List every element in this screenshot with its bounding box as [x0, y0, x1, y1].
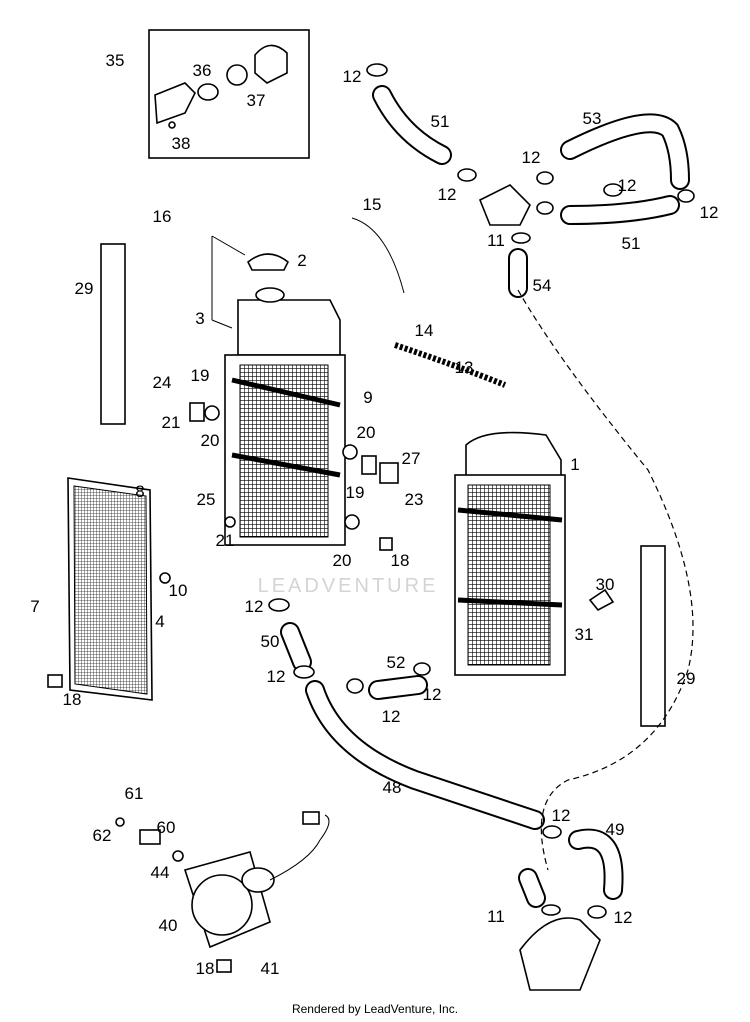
callout: 40 — [159, 916, 178, 935]
radiator-cap — [246, 253, 290, 271]
hose-clamps — [47, 63, 695, 973]
callout: 12 — [267, 667, 286, 686]
callout: 25 — [197, 490, 216, 509]
callout: 29 — [75, 279, 94, 298]
callout: 11 — [487, 907, 505, 926]
callout: 1 — [570, 455, 579, 474]
thermostat — [226, 64, 248, 86]
callout: 21 — [216, 531, 235, 550]
callout: 8 — [135, 482, 144, 501]
callout: 18 — [391, 551, 410, 570]
callout: 31 — [575, 625, 594, 644]
callout: 18 — [63, 690, 82, 709]
callout: 19 — [191, 366, 210, 385]
callout: 16 — [153, 207, 172, 226]
callout: 12 — [382, 707, 401, 726]
callout: 61 — [125, 784, 144, 803]
o-ring — [197, 83, 219, 101]
callout: 10 — [169, 581, 188, 600]
cooling-fan — [115, 811, 330, 949]
callout: 7 — [30, 597, 39, 616]
callout: 48 — [383, 778, 402, 797]
radiator-right — [454, 431, 566, 676]
callout: 60 — [157, 818, 176, 837]
callout: 12 — [614, 908, 633, 927]
hose-junction — [478, 184, 531, 226]
foam-strip-right — [640, 545, 666, 727]
callout: 35 — [106, 51, 125, 70]
callout: 41 — [261, 959, 280, 978]
callout: 12 — [618, 176, 637, 195]
callout: 2 — [297, 251, 306, 270]
screw — [168, 121, 176, 129]
callout: 19 — [346, 483, 365, 502]
callout: 12 — [245, 597, 264, 616]
leader-lines — [211, 235, 246, 329]
callout: 15 — [363, 195, 382, 214]
hoses — [280, 85, 690, 908]
callout: 51 — [622, 234, 641, 253]
footer-credit: Rendered by LeadVenture, Inc. — [291, 1002, 459, 1016]
callout: 53 — [583, 109, 602, 128]
callout: 20 — [333, 551, 352, 570]
callout-labels: 35 36 37 38 12 51 53 12 12 12 12 16 15 2… — [30, 51, 718, 978]
callout: 12 — [438, 185, 457, 204]
callout: 24 — [153, 373, 172, 392]
callout: 18 — [196, 959, 215, 978]
callout: 3 — [195, 309, 204, 328]
radiator-left — [224, 287, 346, 546]
radiator-grille — [67, 477, 153, 701]
callout: 9 — [363, 388, 372, 407]
water-pump-cover — [519, 917, 601, 991]
callout: 12 — [700, 203, 719, 222]
thermostat-housing — [154, 82, 196, 125]
callout: 20 — [201, 431, 220, 450]
callout: 23 — [405, 490, 424, 509]
overflow-line — [517, 289, 694, 871]
foam-strip-left — [100, 243, 126, 425]
callout: 36 — [193, 61, 212, 80]
thermostat-cover — [254, 44, 288, 84]
callout: 44 — [151, 863, 170, 882]
callout: 13 — [455, 358, 474, 377]
callout: 29 — [677, 669, 696, 688]
callout: 30 — [596, 575, 615, 594]
callout: 12 — [343, 67, 362, 86]
callout: 27 — [402, 449, 421, 468]
callout: 20 — [357, 423, 376, 442]
callout: 50 — [261, 632, 280, 651]
callout: 38 — [172, 134, 191, 153]
callout: 51 — [431, 112, 450, 131]
callout: 54 — [533, 276, 552, 295]
callout: 14 — [415, 321, 434, 340]
callout: 11 — [487, 231, 505, 250]
callout: 49 — [606, 820, 625, 839]
callout: 4 — [155, 612, 164, 631]
callout: 12 — [522, 148, 541, 167]
watermark: LEADVENTURE — [258, 575, 439, 597]
callout: 62 — [93, 826, 112, 845]
callout: 21 — [162, 413, 181, 432]
callout: 12 — [552, 806, 571, 825]
callout: 37 — [247, 91, 266, 110]
callout: 52 — [387, 653, 406, 672]
callout: 12 — [423, 685, 442, 704]
